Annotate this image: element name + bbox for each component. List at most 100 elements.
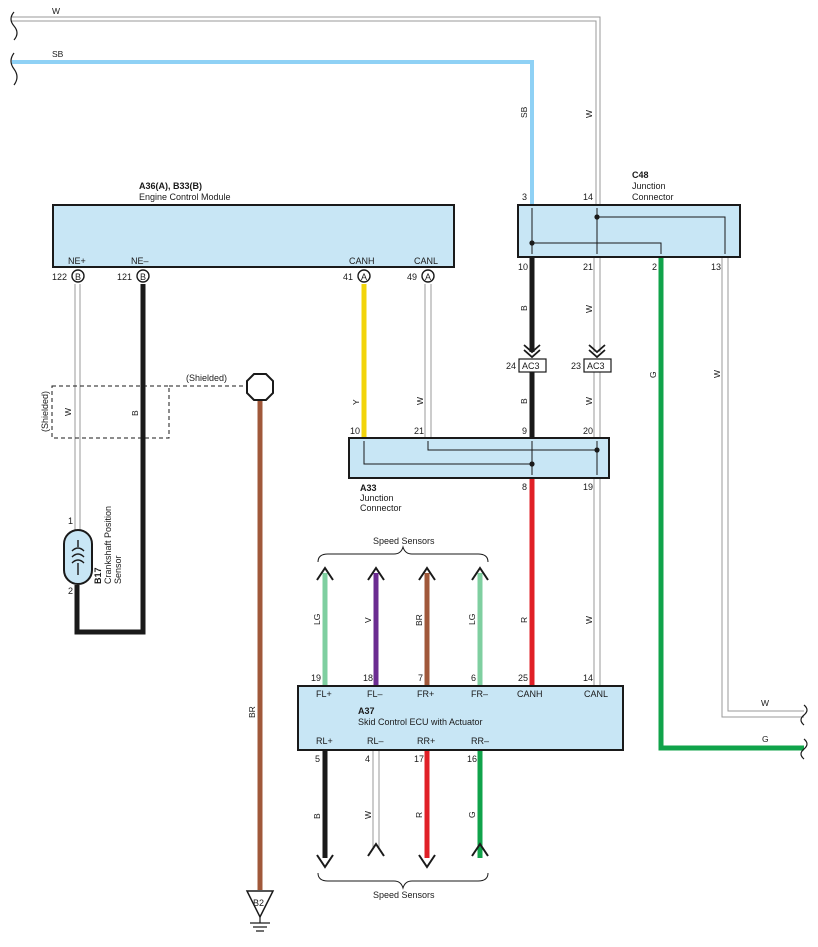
wire-top-w — [12, 16, 601, 205]
a37-code: A37 — [358, 706, 375, 716]
wire-out-w-break — [800, 704, 808, 726]
arrow-up-fr-plus — [418, 566, 436, 581]
ac3-box-2 — [583, 358, 612, 373]
shield-label-top: (Shielded) — [186, 373, 227, 383]
b17-pin-2: 2 — [68, 586, 73, 596]
a37-top-number-fr-plus: 7 — [418, 673, 423, 683]
c48-pin-top2: 14 — [583, 192, 593, 202]
wire-ne-plus-w — [74, 284, 81, 532]
a37-top-pin-fr-plus: FR+ — [417, 689, 434, 699]
a37-bottom-number-rl-plus: 5 — [315, 754, 320, 764]
a37-bottom-pin-rl-plus: RL+ — [316, 736, 333, 746]
a33-pin-bot2: 19 — [583, 482, 593, 492]
ac3-pin-1: 24 — [506, 361, 516, 371]
brace-top — [317, 545, 489, 563]
a37-bottom-number-rr-minus: 16 — [467, 754, 477, 764]
ecm-pin-circle-ne-minus — [136, 269, 150, 283]
wire-label-rr-minus: G — [467, 811, 477, 818]
a33-pin-top4: 20 — [583, 426, 593, 436]
arrow-up-fr-minus — [471, 566, 489, 581]
ecm-pin-name-canh: CANH — [349, 256, 375, 266]
ecm-pin-circle-canl — [421, 269, 435, 283]
ecm-pin-number-ne-plus: 122 — [52, 272, 67, 282]
wire-label-ac3-b: B — [519, 398, 529, 404]
wire-label-out-w: W — [761, 698, 769, 708]
a33-internal — [363, 441, 600, 475]
shield-terminal-octagon — [246, 373, 274, 401]
a33-pin-bot1: 8 — [522, 482, 527, 492]
arrow-up-fl-minus — [367, 566, 385, 581]
c48-pin-bot2: 21 — [583, 262, 593, 272]
speed-sensors-top-label: Speed Sensors — [373, 536, 435, 546]
arrow-up-rl-minus — [367, 842, 385, 857]
wire-label-fr-minus: LG — [467, 614, 477, 625]
ground-label: B2 — [253, 898, 264, 908]
wire-out-g-break — [800, 738, 808, 760]
wire-label-c48-w2: W — [584, 305, 594, 313]
wire-c48-w2 — [593, 258, 601, 438]
c48-pin-bot3: 2 — [652, 262, 657, 272]
ac3-label-2: AC3 — [587, 361, 605, 371]
a37-box — [297, 685, 624, 751]
a33-code: A33 — [360, 483, 377, 493]
a37-top-pin-canl: CANL — [584, 689, 608, 699]
a37-bottom-pin-rr-plus: RR+ — [417, 736, 435, 746]
a37-bottom-pin-rr-minus: RR– — [471, 736, 489, 746]
wire-label-a33-r: R — [519, 617, 529, 623]
shield-box — [51, 385, 170, 439]
ac3-box-1 — [518, 358, 547, 373]
b17-sensor-body — [63, 529, 93, 585]
b17-coil-icon — [71, 540, 85, 575]
a33-pin-top2: 21 — [414, 426, 424, 436]
ecm-pin-number-canh: 41 — [343, 272, 353, 282]
brace-bottom — [317, 872, 489, 890]
a37-top-number-fl-plus: 19 — [311, 673, 321, 683]
a37-top-number-fr-minus: 6 — [471, 673, 476, 683]
wire-label-canl-w: W — [415, 397, 425, 405]
a37-top-pin-fl-minus: FL– — [367, 689, 383, 699]
ac3-label-1: AC3 — [522, 361, 540, 371]
b17-name-line1: Crankshaft Position — [103, 506, 113, 584]
a37-top-pin-canh: CANH — [517, 689, 543, 699]
ecm-pin-circle-ne-plus — [71, 269, 85, 283]
wire-c48-g — [658, 258, 804, 751]
ecm-pin-letter-canh: A — [361, 272, 367, 282]
ecm-pin-name-ne-plus: NE+ — [68, 256, 86, 266]
a33-name-line2: Connector — [360, 503, 402, 513]
wire-top-w-break — [10, 11, 18, 41]
wire-label-c48-b: B — [519, 305, 529, 311]
wire-label-c48-g: G — [648, 371, 658, 378]
c48-pin-bot1: 10 — [518, 262, 528, 272]
ecm-pin-number-ne-minus: 121 — [117, 272, 132, 282]
wire-c48-w3 — [721, 258, 804, 718]
wire-label-fl-plus: LG — [312, 614, 322, 625]
b17-pin-1: 1 — [68, 516, 73, 526]
a37-bottom-number-rl-minus: 4 — [365, 754, 370, 764]
a33-box — [348, 437, 610, 479]
a37-bottom-number-rr-plus: 17 — [414, 754, 424, 764]
b17-code: B17 — [93, 567, 103, 584]
a33-pin-top1: 10 — [350, 426, 360, 436]
arrow-down-rl-plus — [316, 854, 334, 869]
arrow-up-rr-minus — [471, 842, 489, 857]
c48-pin-bot4: 13 — [711, 262, 721, 272]
ecm-pin-letter-ne-minus: B — [140, 272, 146, 282]
ecm-code: A36(A), B33(B) — [139, 181, 202, 191]
wire-label-rl-minus: W — [363, 811, 373, 819]
wire-label-rl-plus: B — [312, 813, 322, 819]
wire-canl-w — [424, 284, 432, 438]
ecm-pin-circle-canh — [357, 269, 371, 283]
ecm-name: Engine Control Module — [139, 192, 231, 202]
wire-a33-w — [593, 478, 601, 686]
c48-box — [517, 204, 741, 258]
b17-name-line2: Sensor — [113, 555, 123, 584]
ecm-pin-letter-ne-plus: B — [75, 272, 81, 282]
c48-name-line2: Connector — [632, 192, 674, 202]
shield-label-side: (Shielded) — [40, 391, 50, 432]
wire-label-c48-sb: SB — [519, 106, 529, 118]
wire-label-shield-w: W — [63, 408, 73, 416]
ecm-pin-name-canl: CANL — [414, 256, 438, 266]
arrow-up-fl-plus — [316, 566, 334, 581]
wire-label-c48-w3: W — [712, 370, 722, 378]
